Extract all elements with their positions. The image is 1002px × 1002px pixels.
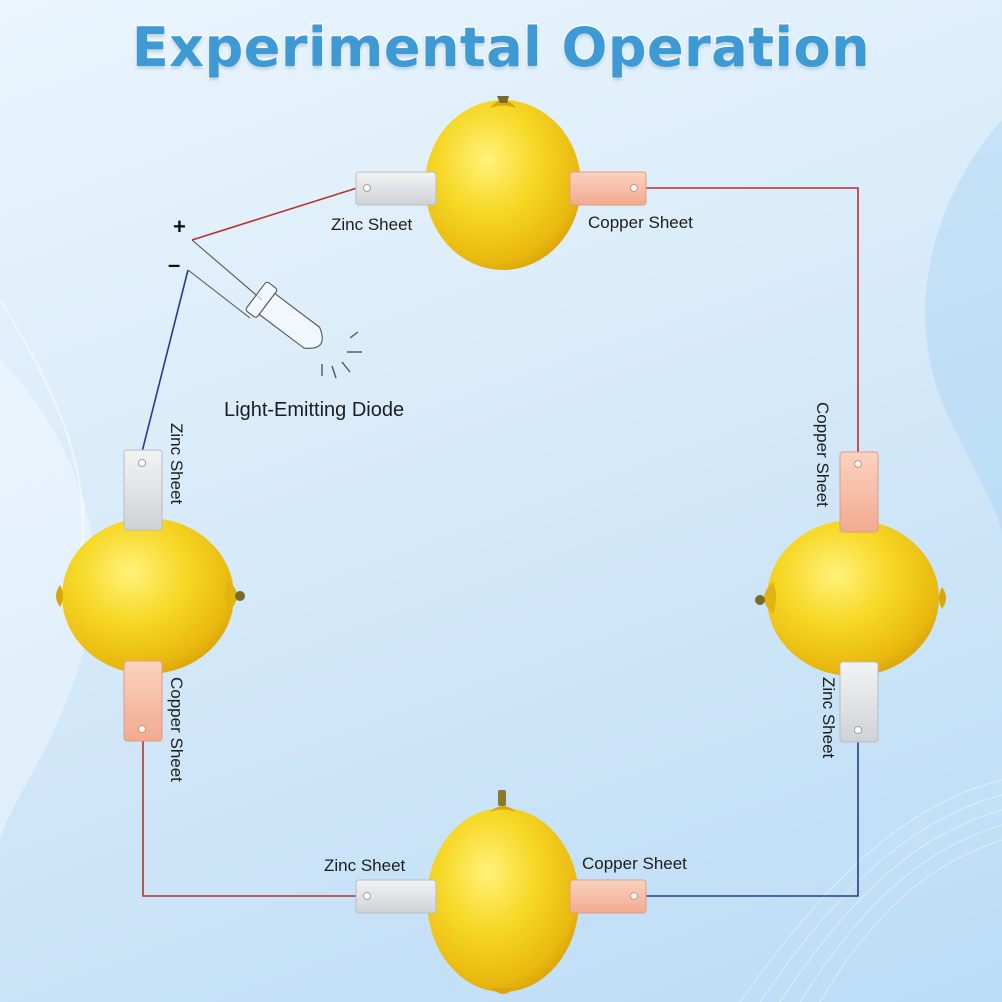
page-title: Experimental Operation [130, 15, 871, 81]
wires [141, 187, 859, 897]
zinc-sheet-right [839, 661, 879, 743]
copper-sheet-right [839, 451, 879, 533]
copper-sheet-bottom [569, 879, 647, 914]
led-minus-sign: – [168, 252, 181, 277]
zinc-sheet-top [355, 171, 437, 206]
copper-label-left: Copper Sheet [167, 677, 186, 782]
zinc-sheet-left [123, 449, 163, 531]
wire-bottom-copper-to-right-zinc [645, 740, 859, 897]
wire-top-copper-to-right [645, 187, 859, 455]
lemon-bottom [427, 790, 579, 994]
zinc-label-top: Zinc Sheet [331, 215, 413, 234]
wire-led-minus-to-left-zinc [141, 269, 189, 453]
copper-label-top: Copper Sheet [588, 213, 693, 232]
wire-left-copper-to-bottom-zinc [142, 740, 357, 897]
copper-label-bottom: Copper Sheet [582, 854, 687, 873]
zinc-sheet-bottom [355, 879, 437, 914]
zinc-label-right: Zinc Sheet [819, 677, 838, 759]
copper-sheet-top [569, 171, 647, 206]
zinc-label-bottom: Zinc Sheet [324, 856, 406, 875]
zinc-label-left: Zinc Sheet [167, 423, 186, 505]
led-plus-sign: + [173, 214, 186, 239]
led-light-rays-icon [321, 331, 362, 379]
wire-top-zinc-to-led-plus [191, 187, 358, 241]
lemon-left [56, 518, 245, 674]
copper-sheet-left [123, 660, 163, 742]
led-label: Light-Emitting Diode [224, 399, 405, 421]
copper-label-right: Copper Sheet [813, 402, 832, 507]
lemon-right [755, 520, 946, 676]
lemon-top [425, 96, 581, 270]
led-outline [187, 239, 362, 379]
